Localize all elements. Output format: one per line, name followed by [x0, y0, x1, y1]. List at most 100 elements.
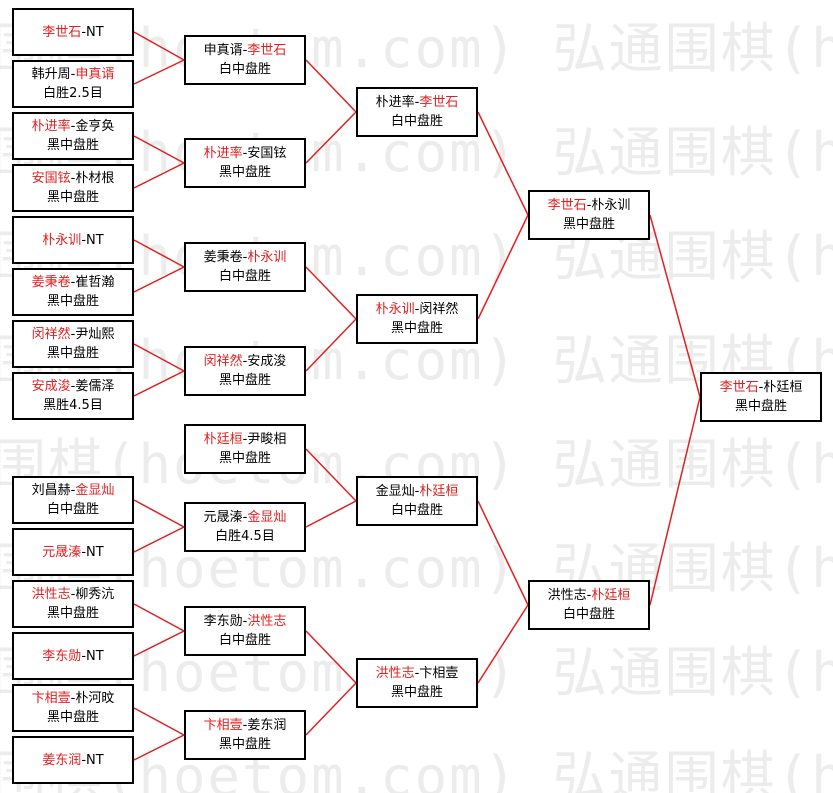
player-name: NT	[86, 544, 104, 560]
match-box-r3-3: 金显灿-朴廷桓白中盘胜	[356, 476, 478, 526]
player-name: 柳秀沆	[75, 587, 115, 602]
player-name: 崔哲瀚	[75, 275, 115, 290]
match-box-r2-6: 元晟溱-金显灿白胜4.5目	[184, 502, 306, 552]
match-box-r2-8: 卞相壹-姜东润黑中盘胜	[184, 710, 306, 760]
matchup-line: 朴进率-金亨奂	[32, 117, 115, 136]
winner-name: 李东勋	[42, 648, 82, 664]
player-name: 申真谞	[203, 43, 243, 58]
connector-r2-4-to-r3-2	[305, 318, 357, 372]
matchup-line: 姜秉卷-崔哲瀚	[32, 273, 115, 292]
match-box-r1-2: 韩升周-申真谞白胜2.5目	[12, 60, 134, 108]
winner-name: 姜秉卷	[31, 275, 71, 290]
match-box-r4-1: 李世石-朴永训黑中盘胜	[528, 190, 650, 240]
matchup-line: 韩升周-申真谞	[32, 65, 115, 84]
match-box-r1-8: 安成浚-姜儒泽黑胜4.5目	[12, 372, 134, 420]
winner-name: 卞相壹	[31, 691, 71, 706]
separator: -	[70, 691, 76, 706]
connector-r2-5-to-r3-3	[305, 448, 357, 502]
winner-name: 朴永训	[375, 302, 415, 317]
connector-r1-7-to-r2-4	[133, 343, 185, 372]
player-name: NT	[86, 648, 104, 664]
separator: -	[70, 275, 76, 290]
result-text: 黑中盘胜	[390, 321, 443, 336]
player-name: 闵祥然	[419, 302, 459, 317]
winner-name: 朴廷桓	[419, 484, 459, 499]
match-box-r1-3: 朴进率-金亨奂黑中盘胜	[12, 112, 134, 160]
connector-r1-6-to-r2-3	[133, 266, 185, 293]
match-box-r4-2: 洪性志-朴廷桓白中盘胜	[528, 580, 650, 630]
player-name: 姜秉卷	[203, 250, 243, 265]
separator: -	[242, 354, 248, 369]
connector-r1-4-to-r2-2	[133, 162, 185, 189]
result-text: 白中盘胜	[562, 607, 615, 622]
separator: -	[586, 198, 592, 213]
connector-r2-8-to-r3-4	[305, 682, 357, 736]
match-box-r1-4: 安国铉-朴材根黑中盘胜	[12, 164, 134, 212]
result-text: 黑中盘胜	[46, 606, 99, 621]
matchup-line: 朴进率-李世石	[376, 93, 459, 112]
connector-r1-14-to-r2-8	[133, 734, 185, 761]
result-text: 白中盘胜	[390, 503, 443, 518]
winner-name: 卞相壹	[203, 718, 243, 733]
result-text: 白胜4.5目	[215, 529, 275, 544]
connector-r1-1-to-r2-1	[133, 31, 185, 61]
separator: -	[70, 119, 76, 134]
match-box-r3-2: 朴永训-闵祥然黑中盘胜	[356, 294, 478, 344]
separator: -	[81, 752, 87, 768]
connector-r4-2-to-r5-1	[649, 396, 701, 606]
matchup-line: 闵祥然-安成浚	[204, 352, 287, 371]
matchup-line: 申真谞-李世石	[204, 41, 287, 60]
player-name: 李东勋	[203, 614, 243, 629]
player-name: 姜东润	[247, 718, 287, 733]
result-text: 黑中盘胜	[218, 451, 271, 466]
winner-name: 洪性志	[247, 614, 287, 629]
separator: -	[758, 380, 764, 395]
player-name: 安成浚	[247, 354, 287, 369]
watermark-text: 弘通围棋(hoetom.com) 弘通围棋(hoetom.com)	[0, 17, 833, 80]
matchup-line: 朴进率-安国铉	[204, 144, 287, 163]
result-text: 黑中盘胜	[46, 710, 99, 725]
result-text: 黑胜4.5目	[43, 398, 103, 413]
player-name: 尹灿熙	[75, 327, 115, 342]
separator: -	[242, 432, 248, 447]
matchup-line: 李世石-NT	[42, 23, 103, 42]
winner-name: 朴进率	[31, 119, 71, 134]
separator: -	[242, 43, 248, 58]
matchup-line: 李世石-朴廷桓	[720, 378, 803, 397]
connector-r2-1-to-r3-1	[305, 59, 357, 113]
player-name: 元晟溱	[203, 510, 243, 525]
result-text: 白中盘胜	[46, 502, 99, 517]
separator: -	[242, 250, 248, 265]
separator: -	[414, 484, 420, 499]
connector-r3-3-to-r4-2	[477, 500, 529, 606]
connector-r2-6-to-r3-3	[305, 500, 357, 528]
matchup-line: 元晟溱-NT	[42, 543, 103, 562]
player-name: NT	[86, 24, 104, 40]
player-name: 刘昌赫	[31, 483, 71, 498]
result-text: 黑中盘胜	[218, 165, 271, 180]
matchup-line: 金显灿-朴廷桓	[376, 482, 459, 501]
winner-name: 朴永训	[42, 232, 82, 248]
separator: -	[414, 666, 420, 681]
watermark-text: 弘通围棋(hoetom.com) 弘通围棋(hoetom.com)	[0, 745, 833, 793]
winner-name: 安成浚	[31, 379, 71, 394]
result-text: 白中盘胜	[390, 114, 443, 129]
winner-name: 元晟溱	[42, 544, 82, 560]
separator: -	[414, 95, 420, 110]
match-box-r1-11: 洪性志-柳秀沆黑中盘胜	[12, 580, 134, 628]
separator: -	[242, 718, 248, 733]
separator: -	[242, 146, 248, 161]
winner-name: 安国铉	[31, 171, 71, 186]
result-text: 黑中盘胜	[46, 190, 99, 205]
watermark-text: 弘通围棋(hoetom.com) 弘通围棋(hoetom.com)	[0, 225, 833, 288]
separator: -	[81, 544, 87, 560]
separator: -	[81, 232, 87, 248]
matchup-line: 洪性志-柳秀沆	[32, 585, 115, 604]
player-name: 金亨奂	[75, 119, 115, 134]
separator: -	[242, 510, 248, 525]
connector-r2-7-to-r3-4	[305, 630, 357, 684]
player-name: 安国铉	[247, 146, 287, 161]
player-name: 朴河旼	[75, 691, 115, 706]
match-box-r2-5: 朴廷桓-尹畯相黑中盘胜	[184, 424, 306, 474]
matchup-line: 安国铉-朴材根	[32, 169, 115, 188]
